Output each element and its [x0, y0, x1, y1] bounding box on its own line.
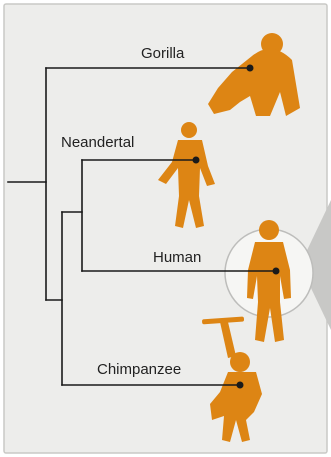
chimpanzee-endpoint-dot — [237, 382, 244, 389]
human-endpoint-dot — [273, 268, 280, 275]
chimpanzee-label: Chimpanzee — [97, 361, 181, 378]
gorilla-endpoint-dot — [247, 65, 254, 72]
gorilla-label: Gorilla — [141, 45, 185, 62]
human-label: Human — [153, 249, 201, 266]
neandertal-endpoint-dot — [193, 157, 200, 164]
neandertal-label: Neandertal — [61, 134, 134, 151]
